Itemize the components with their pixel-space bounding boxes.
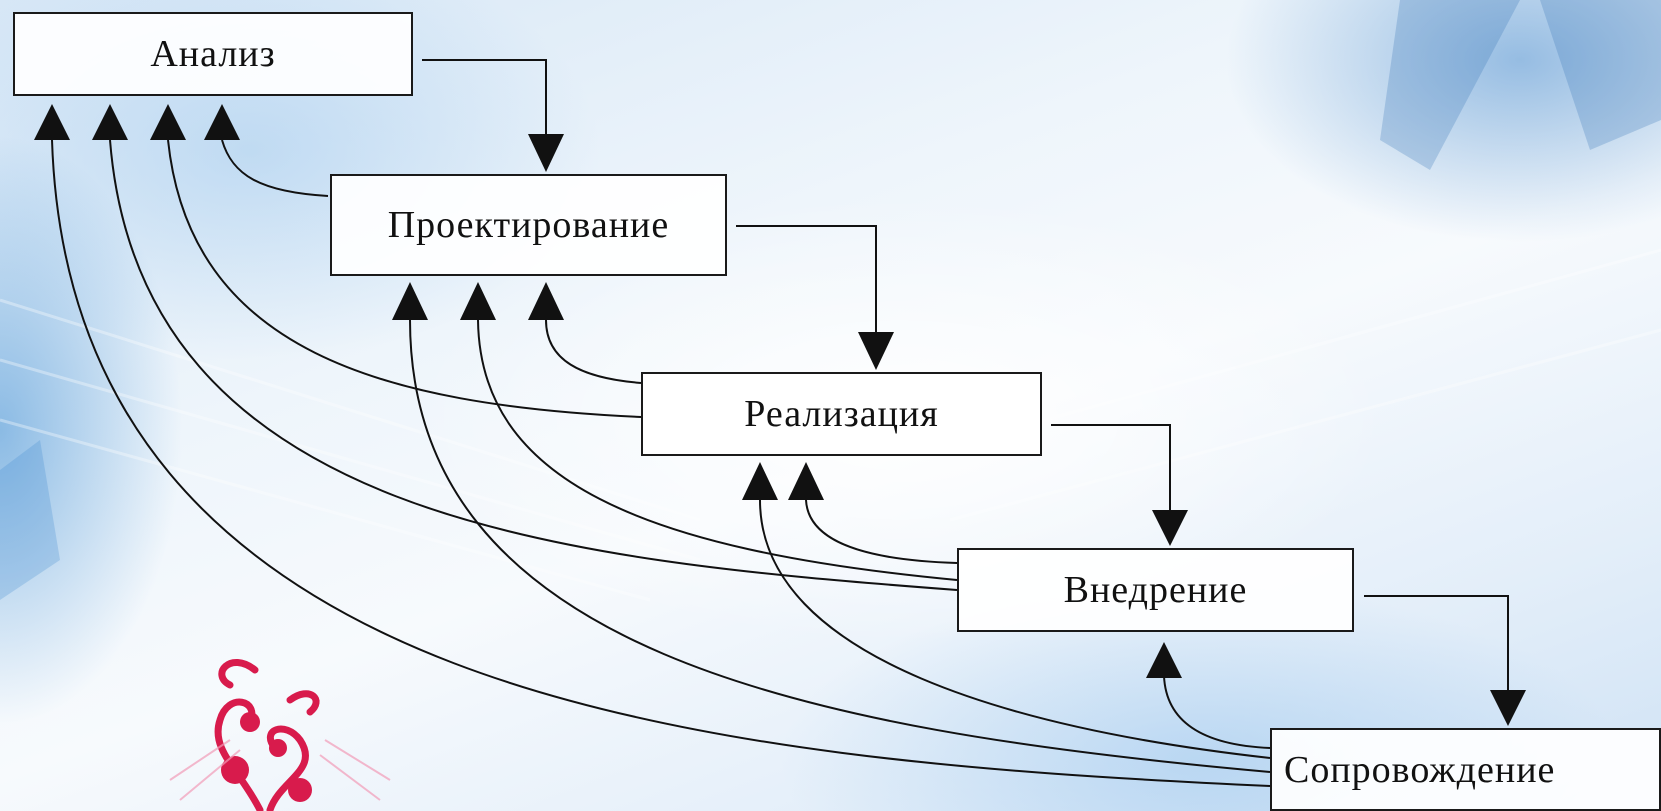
- stage-label: Проектирование: [387, 204, 670, 246]
- arrowhead-up: [34, 104, 70, 140]
- arrowhead-up: [460, 282, 496, 320]
- stage-design: Проектирование: [330, 174, 727, 276]
- arrowhead-up: [150, 104, 186, 140]
- feedback-maintenance-to-analysis: [51, 139, 1271, 787]
- stage-analysis: Анализ: [13, 12, 413, 96]
- arrowhead-up: [788, 462, 824, 500]
- stage-implementation: Реализация: [641, 372, 1042, 456]
- flow-analysis-to-design: [422, 59, 547, 138]
- stage-label: Сопровождение: [1284, 748, 1556, 791]
- stage-deployment: Внедрение: [957, 548, 1354, 632]
- arrowhead-up: [1146, 642, 1182, 678]
- feedback-implementation-to-design: [545, 319, 642, 384]
- stage-label: Внедрение: [1063, 569, 1248, 611]
- feedback-design-to-analysis: [221, 139, 329, 197]
- arrowhead-down: [858, 332, 894, 370]
- feedback-maintenance-to-deployment: [1163, 675, 1271, 749]
- stage-maintenance: Сопровождение: [1270, 728, 1661, 811]
- arrowhead-down: [528, 134, 564, 172]
- flow-implementation-to-deployment: [1051, 424, 1171, 512]
- arrowhead-up: [92, 104, 128, 140]
- stage-label: Реализация: [744, 393, 939, 435]
- feedback-maintenance-to-implementation: [759, 499, 1271, 759]
- feedback-maintenance-to-design: [409, 319, 1271, 773]
- arrowhead-down: [1490, 690, 1526, 726]
- flow-design-to-implementation: [736, 225, 877, 335]
- feedback-deployment-to-design: [477, 319, 958, 581]
- floral-ornament: [169, 659, 391, 811]
- stage-label: Анализ: [150, 33, 276, 75]
- feedback-implementation-to-analysis: [167, 139, 642, 418]
- arrowhead-up: [204, 104, 240, 140]
- arrowhead-down: [1152, 510, 1188, 546]
- arrowhead-up: [528, 282, 564, 320]
- arrowhead-up: [392, 282, 428, 320]
- feedback-deployment-to-implementation: [805, 499, 958, 564]
- arrowhead-up: [742, 462, 778, 500]
- flow-deployment-to-maintenance: [1364, 595, 1509, 692]
